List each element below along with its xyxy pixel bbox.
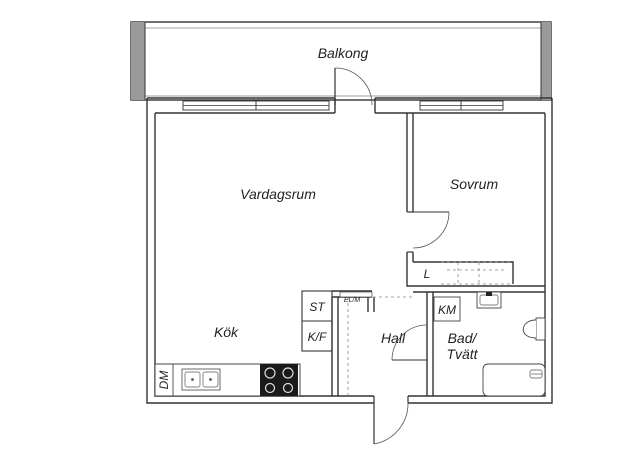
balcony-area [130,21,552,101]
bathroom-sink [476,291,502,309]
fixture-label-wardrobe: L [424,267,431,281]
electric-panel [339,291,373,298]
room-label-hall: Hall [381,330,406,346]
fixture-label-electric-panel: EL/M [344,297,361,304]
room-label-balcony: Balkong [318,45,369,61]
stove [260,364,298,396]
room-label-bedroom: Sovrum [450,176,499,192]
hall-markings [347,296,415,395]
bedroom-door [412,211,450,249]
toilet [522,317,546,341]
kitchen-sink [181,368,221,391]
interior-walls [301,113,545,396]
fixture-label-storage: ST [309,300,326,314]
wardrobe [441,261,513,285]
balcony-door [334,67,373,106]
window-living-room [182,100,330,111]
room-label-bath-line2: Tvätt [446,346,478,362]
exterior-walls [146,97,553,404]
entrance-door [373,396,409,445]
shower-tub [482,363,546,397]
room-label-kitchen: Kök [214,324,239,340]
window-bedroom [419,100,504,111]
fixture-label-washing-machine: KM [438,303,456,317]
bathroom-door [391,324,428,361]
room-label-living-room: Vardagsrum [240,186,316,202]
room-label-bath-line1: Bad/ [448,330,479,346]
fixture-label-fridge-freezer: K/F [308,330,327,344]
washing-machine-box [433,296,461,322]
fixture-label-dishwasher: DM [157,371,171,390]
